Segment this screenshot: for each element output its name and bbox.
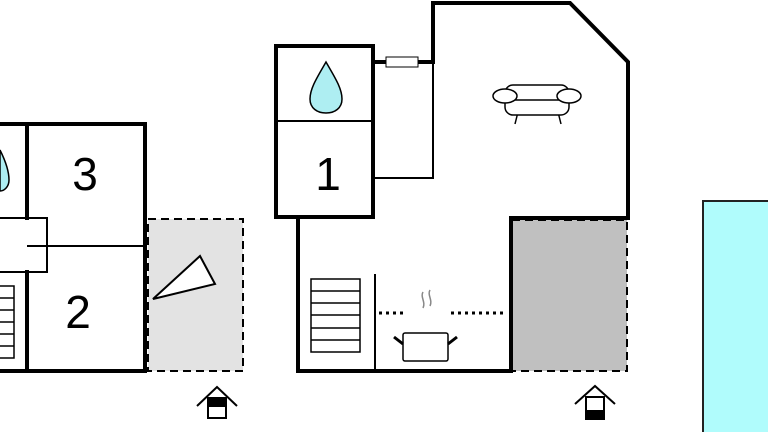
- closet-wall: [374, 62, 434, 179]
- swimming-pool: [702, 200, 768, 432]
- stairs: [310, 278, 361, 353]
- left-floor-plan: 3 2: [0, 122, 244, 419]
- bathroom-bedroom-block: [274, 44, 375, 219]
- stairs-left: [0, 285, 15, 359]
- left-outer-wall: [0, 122, 147, 373]
- cooking-pot-icon: [393, 289, 458, 362]
- entrance-icon-right: [574, 384, 616, 420]
- room-number-3: 3: [72, 148, 98, 200]
- water-drop-icon: [309, 60, 343, 114]
- room-number-2: 2: [65, 286, 91, 338]
- left-hall-box: [0, 217, 48, 273]
- window: [385, 56, 419, 68]
- room-number-1: 1: [315, 148, 341, 200]
- right-outer-wall: [296, 1, 630, 373]
- water-drop-icon-left: [0, 149, 10, 192]
- entrance-icon-left: [196, 385, 238, 419]
- terrace-icon: [152, 254, 217, 300]
- terrace-right: [511, 219, 628, 372]
- sofa-icon: [492, 84, 582, 125]
- right-floor-plan: 1: [274, 1, 630, 420]
